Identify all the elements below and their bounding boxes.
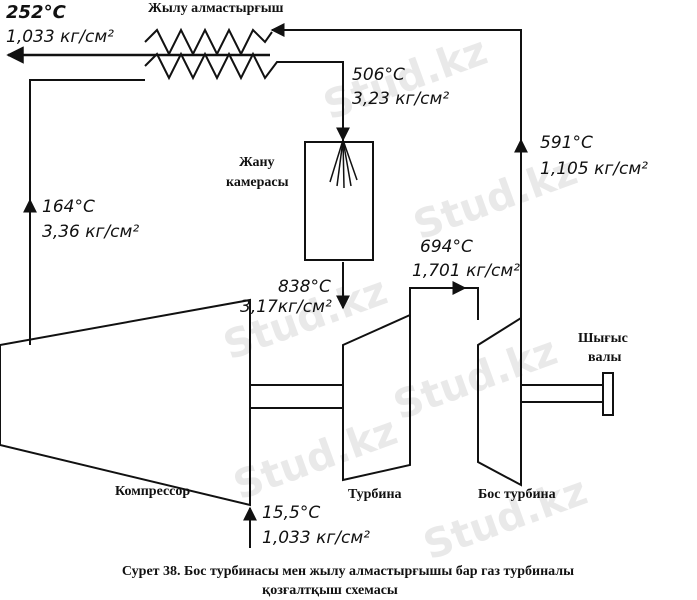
free-turbine <box>477 316 522 487</box>
compressor-out-temperature: 164°C <box>42 197 95 217</box>
free-turbine-in-pressure: 1,701 кг/см² <box>412 261 520 281</box>
combustion-chamber-label-1: Жану <box>239 155 275 170</box>
exchanger-out-temperature: 506°C <box>352 65 405 85</box>
combustion-chamber-label-2: камерасы <box>226 175 289 190</box>
output-shaft-label-1: Шығыс <box>578 331 628 346</box>
heat-exchanger-label: Жылу алмастырғыш <box>148 1 284 16</box>
compressed-air-duct <box>29 79 145 345</box>
combustion-chamber <box>304 141 374 261</box>
free-turbine-in-temperature: 694°C <box>420 237 473 257</box>
output-shaft-flange <box>602 372 614 416</box>
inlet-pressure: 1,033 кг/см² <box>262 528 370 548</box>
heated-air-duct <box>285 61 350 142</box>
free-turbine-label: Бос турбина <box>478 487 556 502</box>
watermark-1: Stud.kz <box>318 28 494 129</box>
watermark-4: Stud.kz <box>388 328 564 429</box>
exhaust-temperature: 252°C <box>6 2 67 23</box>
inlet-temperature: 15,5°C <box>262 503 320 523</box>
fuel-spray-icon <box>329 139 358 189</box>
heat-exchanger-coil-lower <box>144 51 285 81</box>
free-turbine-exhaust-duct <box>270 23 522 320</box>
turbine-to-free-turbine-duct <box>409 287 479 320</box>
turbine-in-pressure: 3,17кг/см² <box>240 297 332 317</box>
free-turbine-out-pressure: 1,105 кг/см² <box>540 159 648 179</box>
output-shaft-label-2: валы <box>588 350 622 365</box>
heat-exchanger-coil-upper <box>144 27 273 57</box>
turbine-label: Турбина <box>348 487 402 502</box>
turbine-in-temperature: 838°C <box>278 277 331 297</box>
free-turbine-out-temperature: 591°C <box>540 133 593 153</box>
exchanger-out-pressure: 3,23 кг/см² <box>352 89 449 109</box>
compressor <box>0 298 251 507</box>
figure-caption-line-1: Сурет 38. Бос турбинасы мен жылу алмасты… <box>122 564 574 579</box>
figure-caption-line-2: қозғалтқыш схемасы <box>262 583 398 598</box>
exhaust-pressure: 1,033 кг/см² <box>6 27 114 47</box>
turbine <box>342 313 411 482</box>
watermark-6: Stud.kz <box>418 468 594 569</box>
compressor-out-pressure: 3,36 кг/см² <box>42 222 139 242</box>
compressor-label: Компрессор <box>115 484 190 499</box>
